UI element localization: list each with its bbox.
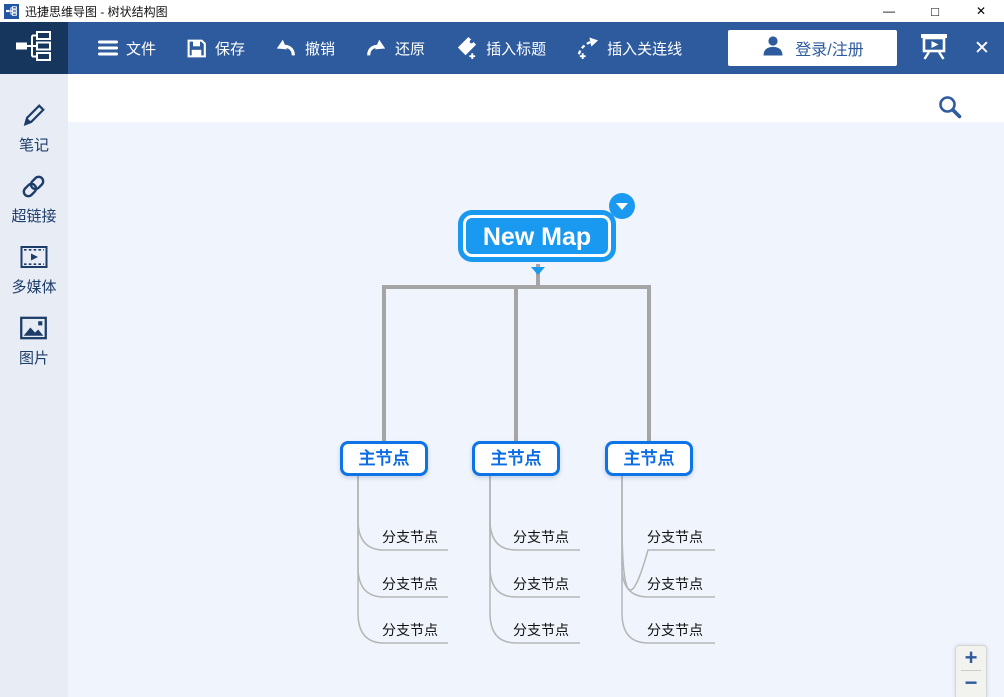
- user-avatar-icon: [761, 34, 785, 63]
- toolbar-close-button[interactable]: ✕: [974, 37, 990, 59]
- tree-connectors: [357, 264, 715, 644]
- branch-node[interactable]: 分支节点: [647, 576, 703, 592]
- root-node[interactable]: New Map: [463, 215, 611, 257]
- branch-node[interactable]: 分支节点: [382, 529, 438, 545]
- sidebar-item-multimedia[interactable]: 多媒体: [11, 243, 57, 297]
- main-node-2[interactable]: 主节点: [472, 441, 560, 476]
- insert-title-button[interactable]: 插入标题: [455, 36, 546, 60]
- branch-node[interactable]: 分支节点: [382, 622, 438, 638]
- presentation-screen-icon: [919, 32, 949, 65]
- app-logo-button[interactable]: [0, 22, 68, 74]
- sidebar-item-hyperlink-label: 超链接: [11, 208, 57, 225]
- sidebar-item-notes[interactable]: 笔记: [19, 101, 49, 155]
- insert-title-label: 插入标题: [486, 40, 547, 58]
- main-node-3[interactable]: 主节点: [605, 441, 693, 476]
- presentation-button[interactable]: [916, 32, 952, 64]
- redo-label: 还原: [395, 40, 426, 58]
- insert-connection-button[interactable]: 插入关连线: [576, 36, 682, 60]
- branch-node[interactable]: 分支节点: [382, 576, 438, 592]
- root-node-anchor: [531, 267, 545, 275]
- branch-node[interactable]: 分支节点: [513, 576, 569, 592]
- sidebar-item-hyperlink[interactable]: 超链接: [11, 172, 57, 226]
- close-button[interactable]: ✕: [975, 4, 987, 18]
- branch-node[interactable]: 分支节点: [647, 529, 703, 545]
- insert-connection-label: 插入关连线: [607, 40, 683, 58]
- zoom-in-button[interactable]: +: [964, 645, 978, 670]
- app-logo-icon: [4, 3, 19, 19]
- tree-logo-icon: [16, 30, 52, 66]
- sidebar-item-notes-label: 笔记: [18, 137, 49, 154]
- undo-arrow-icon: [275, 37, 297, 59]
- root-collapse-badge[interactable]: [609, 193, 635, 219]
- search-strip: [68, 74, 1004, 122]
- login-register-label: 登录/注册: [795, 42, 864, 59]
- pencil-icon: [21, 101, 47, 129]
- maximize-button[interactable]: □: [931, 3, 939, 19]
- branch-node[interactable]: 分支节点: [513, 529, 569, 545]
- tag-plus-icon: [455, 36, 478, 60]
- redo-arrow-icon: [365, 37, 387, 59]
- sidebar: 笔记 超链接 多媒体: [0, 74, 68, 697]
- film-play-icon: [20, 243, 48, 271]
- search-icon: [939, 96, 962, 119]
- save-button[interactable]: 保存: [186, 38, 245, 59]
- connection-line-plus-icon: [576, 36, 599, 60]
- minimize-button[interactable]: —: [883, 4, 895, 18]
- undo-button[interactable]: 撤销: [275, 37, 335, 59]
- canvas-area[interactable]: New Map 主节点 主节点 主节点 分支节点 分支节点 分支节点 分支节点 …: [68, 74, 1004, 697]
- branch-node[interactable]: 分支节点: [513, 622, 569, 638]
- link-icon: [20, 172, 47, 200]
- toolbar: 文件 保存 撤销 还: [0, 22, 1004, 74]
- sidebar-item-multimedia-label: 多媒体: [11, 279, 57, 296]
- undo-label: 撤销: [305, 40, 336, 58]
- login-register-button[interactable]: 登录/注册: [728, 30, 897, 66]
- sidebar-item-image-label: 图片: [18, 350, 49, 367]
- zoom-panel: + −: [955, 645, 987, 697]
- zoom-out-button[interactable]: −: [964, 670, 978, 695]
- sidebar-item-image[interactable]: 图片: [19, 314, 49, 368]
- save-label: 保存: [215, 40, 246, 58]
- file-menu-button[interactable]: 文件: [98, 38, 156, 59]
- redo-button[interactable]: 还原: [365, 37, 425, 59]
- main-node-1[interactable]: 主节点: [340, 441, 428, 476]
- image-icon: [20, 314, 48, 342]
- branch-node[interactable]: 分支节点: [647, 622, 703, 638]
- window-controls: — □ ✕: [866, 0, 1004, 22]
- zoom-divider: [961, 670, 981, 671]
- file-menu-label: 文件: [126, 40, 157, 58]
- hamburger-menu-icon: [98, 40, 118, 56]
- titlebar: 迅捷思维导图 - 树状结构图 — □ ✕: [0, 0, 1004, 22]
- window-title: 迅捷思维导图 - 树状结构图: [25, 4, 168, 19]
- save-floppy-icon: [186, 38, 207, 59]
- search-button[interactable]: [936, 93, 964, 121]
